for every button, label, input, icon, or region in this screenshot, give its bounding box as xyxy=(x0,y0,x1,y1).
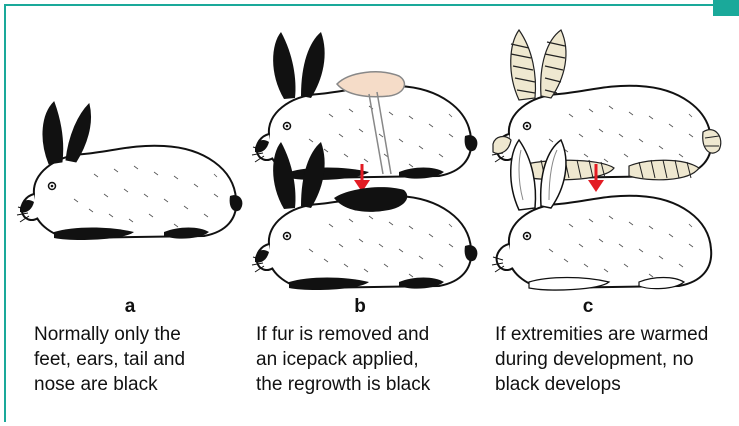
panel-c-caption: If extremities are warmed during develop… xyxy=(495,322,735,397)
panel-c-letter: c xyxy=(568,296,608,318)
panel-a-caption: Normally only the feet, ears, tail and n… xyxy=(34,322,234,397)
panel-b-illustration xyxy=(244,14,484,294)
panel-a-illustration xyxy=(14,14,244,294)
panel-b-caption: If fur is removed and an icepack applied… xyxy=(256,322,486,397)
panel-c-illustration xyxy=(484,14,724,294)
panel-a-letter: a xyxy=(110,296,150,318)
panel-b-letter: b xyxy=(340,296,380,318)
rabbit-normal xyxy=(17,102,242,240)
